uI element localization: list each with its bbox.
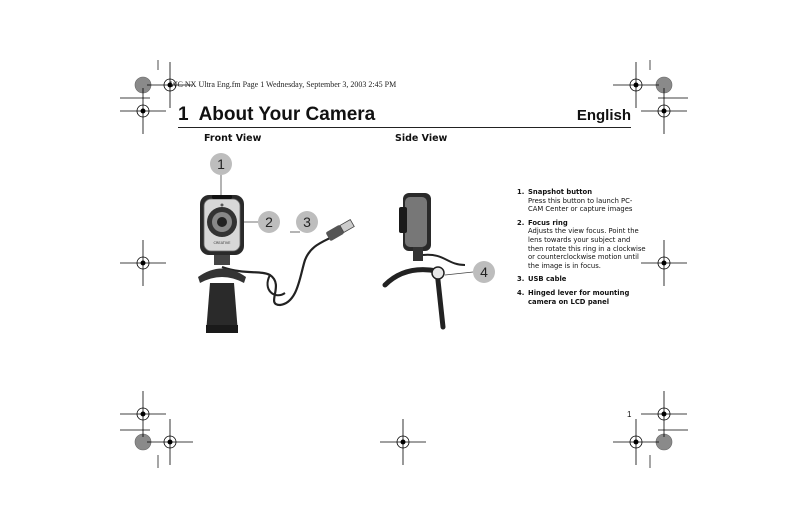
header-rule [178, 127, 631, 128]
page-title: 1 About Your Camera [178, 104, 375, 126]
language-label: English [576, 107, 631, 124]
page-number: 1 [627, 410, 632, 419]
camera-brand: CREATIVE [214, 241, 231, 245]
item-title: Focus ring [528, 218, 568, 227]
item-description: Press this button to launch PC-CAM Cente… [528, 196, 633, 214]
callout-1: 1 [210, 153, 232, 175]
item-number: 3. [517, 275, 525, 284]
callout-3: 3 [296, 211, 318, 233]
list-item: 1. Snapshot button Press this button to … [517, 188, 647, 214]
item-number: 2. [517, 218, 525, 227]
item-number: 4. [517, 288, 525, 297]
list-item: 4. Hinged lever for mounting camera on L… [517, 289, 647, 306]
item-title: Snapshot button [528, 188, 593, 196]
item-title: USB cable [528, 275, 567, 284]
chapter-number: 1 [178, 104, 189, 125]
front-view-label: Front View [204, 133, 262, 144]
list-item: 3. USB cable [517, 275, 647, 284]
item-description: Adjusts the view focus. Point the lens t… [528, 227, 646, 270]
callout-4: 4 [473, 261, 495, 283]
side-view-label: Side View [395, 133, 448, 144]
print-slug: WC NX Ultra Eng.fm Page 1 Wednesday, Sep… [170, 80, 397, 89]
feature-list: 1. Snapshot button Press this button to … [517, 188, 647, 311]
callout-2: 2 [258, 211, 280, 233]
list-item: 2. Focus ring Adjusts the view focus. Po… [517, 219, 647, 271]
front-view-illustration: CREATIVE [198, 175, 355, 333]
item-title: Hinged lever for mounting camera on LCD … [528, 288, 630, 306]
chapter-title: About Your Camera [198, 104, 376, 125]
item-number: 1. [517, 188, 525, 196]
side-view-illustration [382, 193, 474, 330]
